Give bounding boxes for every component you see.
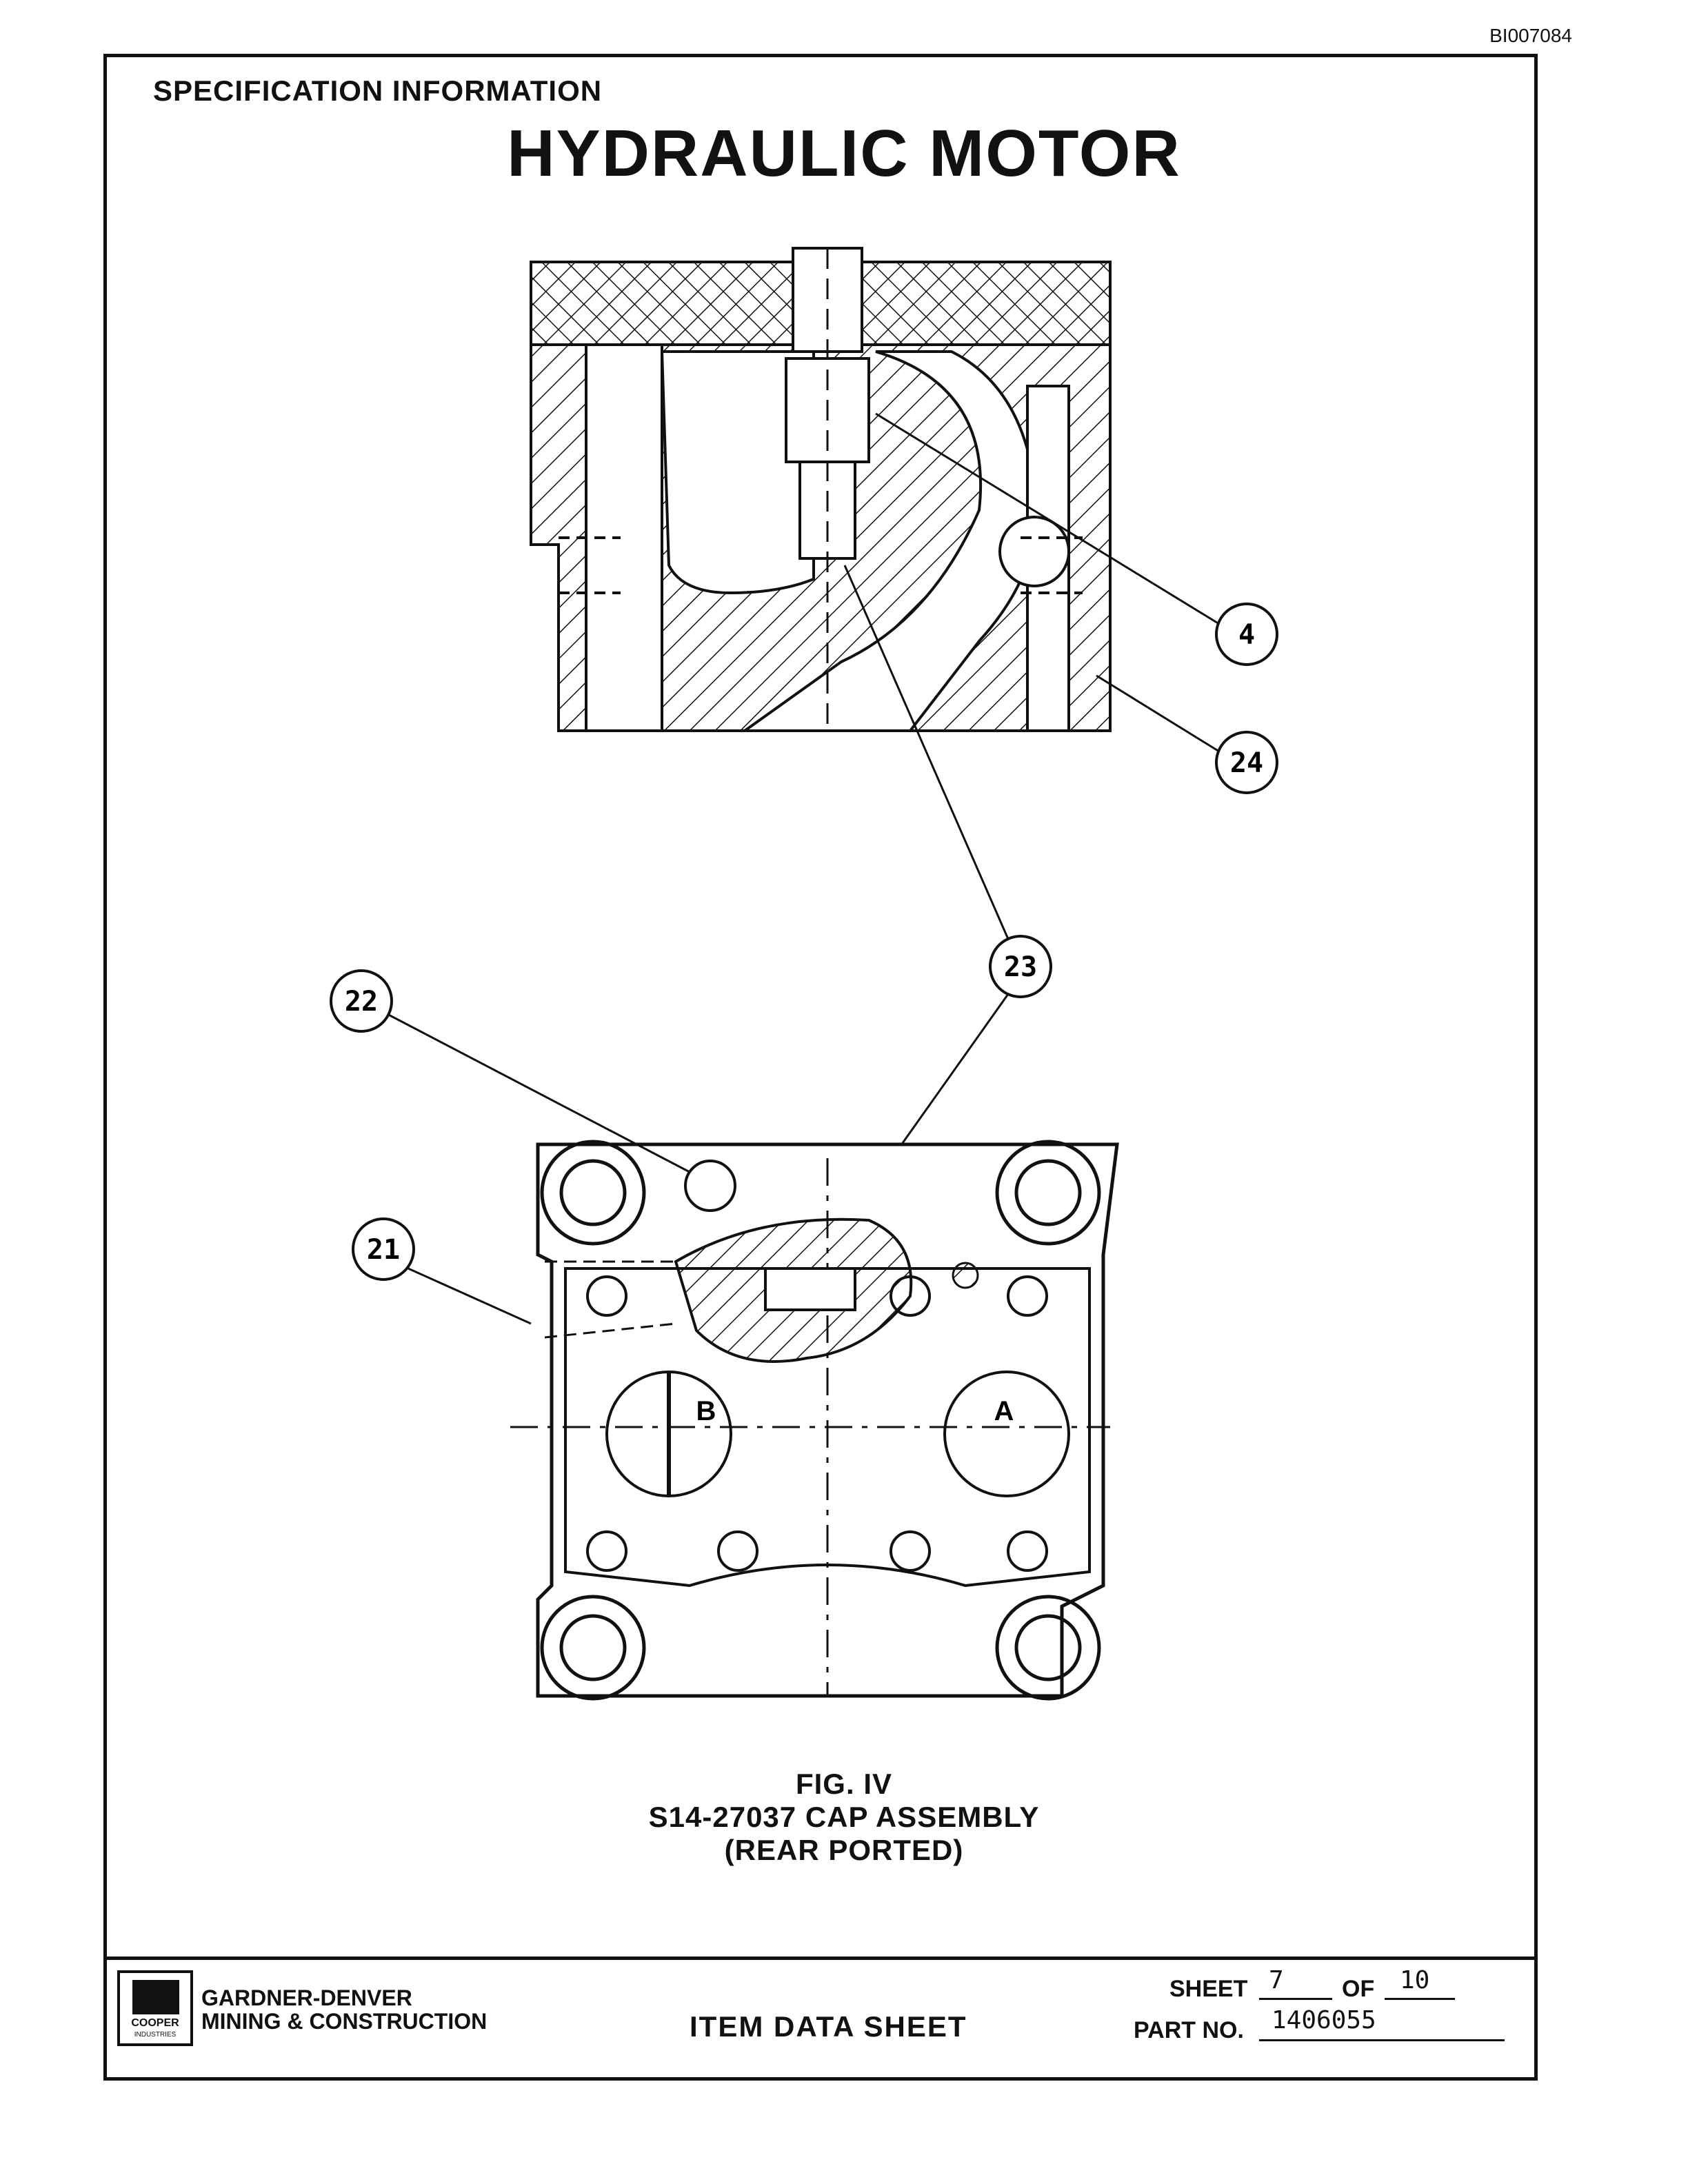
sectional-view bbox=[530, 247, 1112, 732]
part-number: 1406055 bbox=[1272, 2006, 1376, 2034]
port-a-label: A bbox=[994, 1396, 1014, 1426]
sheet-total-underline bbox=[1385, 1998, 1455, 2000]
callout-22: 22 bbox=[330, 969, 690, 1173]
sheet-label: SHEET bbox=[1169, 1976, 1248, 2002]
sheet-number-underline bbox=[1259, 1998, 1332, 2000]
footer-divider bbox=[103, 1957, 1538, 1960]
figure-name: S14-27037 CAP ASSEMBLY bbox=[648, 1801, 1040, 1833]
company-name-line1: GARDNER-DENVER bbox=[201, 1985, 412, 2010]
cap-assembly-view bbox=[510, 1140, 1119, 1701]
figure-label: FIG. IV bbox=[795, 1768, 892, 1800]
company-name-line2: MINING & CONSTRUCTION bbox=[201, 2009, 488, 2034]
figure-note: (REAR PORTED) bbox=[724, 1834, 964, 1866]
callout-21: 21 bbox=[352, 1217, 532, 1325]
sheet-total: 10 bbox=[1400, 1966, 1430, 1994]
callout-4-number: 4 bbox=[1238, 619, 1255, 651]
callout-4: 4 bbox=[875, 412, 1278, 666]
document-id: BI007084 bbox=[1489, 25, 1572, 46]
callout-22-number: 22 bbox=[345, 986, 378, 1018]
sheet-number: 7 bbox=[1269, 1966, 1284, 1994]
part-label: PART NO. bbox=[1134, 2017, 1244, 2043]
callout-23-number: 23 bbox=[1004, 951, 1037, 983]
of-label: OF bbox=[1342, 1976, 1375, 2002]
port-b-label: B bbox=[696, 1396, 716, 1426]
section-heading: SPECIFICATION INFORMATION bbox=[153, 74, 603, 107]
company-logo: COOPER INDUSTRIES bbox=[117, 1970, 193, 2046]
callout-24: 24 bbox=[1096, 674, 1278, 794]
page-frame bbox=[103, 54, 1538, 2081]
callout-24-number: 24 bbox=[1230, 747, 1263, 779]
page-title: HYDRAULIC MOTOR bbox=[507, 117, 1181, 190]
logo-mark-icon bbox=[132, 1980, 179, 2014]
sheet-type: ITEM DATA SHEET bbox=[690, 2010, 967, 2043]
logo-subtext: INDUSTRIES bbox=[134, 2031, 177, 2039]
logo-text: COOPER bbox=[131, 2017, 179, 2029]
part-number-underline bbox=[1259, 2039, 1505, 2041]
callout-21-number: 21 bbox=[367, 1234, 400, 1266]
